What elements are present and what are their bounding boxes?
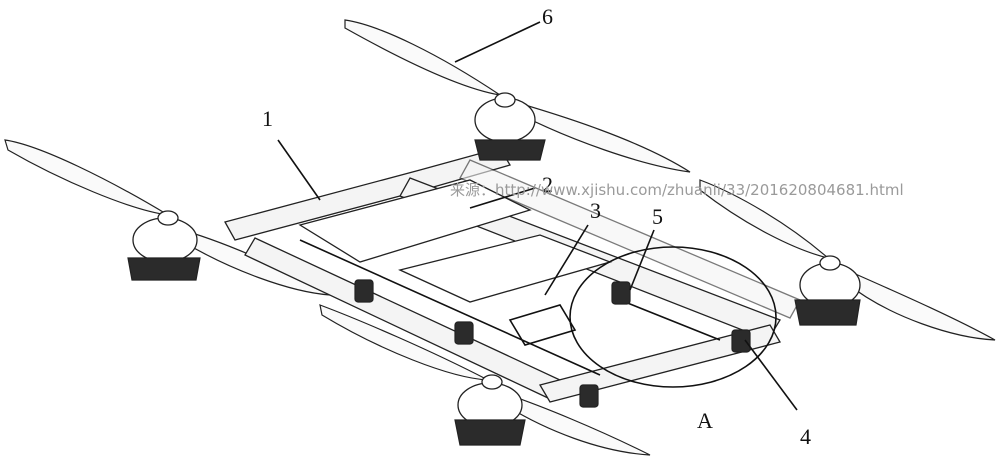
- leader-lines: [277, 21, 798, 411]
- clamps: [354, 279, 751, 408]
- propeller-rear-right: [344, 19, 691, 173]
- watermark-text: 来源：http://www.xjishu.com/zhuanli/33/2016…: [450, 181, 904, 199]
- label-part-2: 2: [542, 172, 553, 197]
- label-part-6: 6: [542, 4, 553, 29]
- label-part-4: 4: [800, 424, 811, 449]
- motor-left: [127, 210, 201, 281]
- detail-circle-a: [569, 246, 777, 388]
- motor-front: [454, 374, 526, 446]
- propeller-right: [699, 179, 996, 341]
- motor-right: [794, 255, 861, 326]
- tray-2: [298, 179, 532, 263]
- motor-rear-right: [474, 92, 546, 161]
- label-part-3: 3: [590, 198, 601, 223]
- label-part-1: 1: [262, 106, 273, 131]
- label-part-5: 5: [652, 204, 663, 229]
- label-detail-a: A: [697, 408, 713, 433]
